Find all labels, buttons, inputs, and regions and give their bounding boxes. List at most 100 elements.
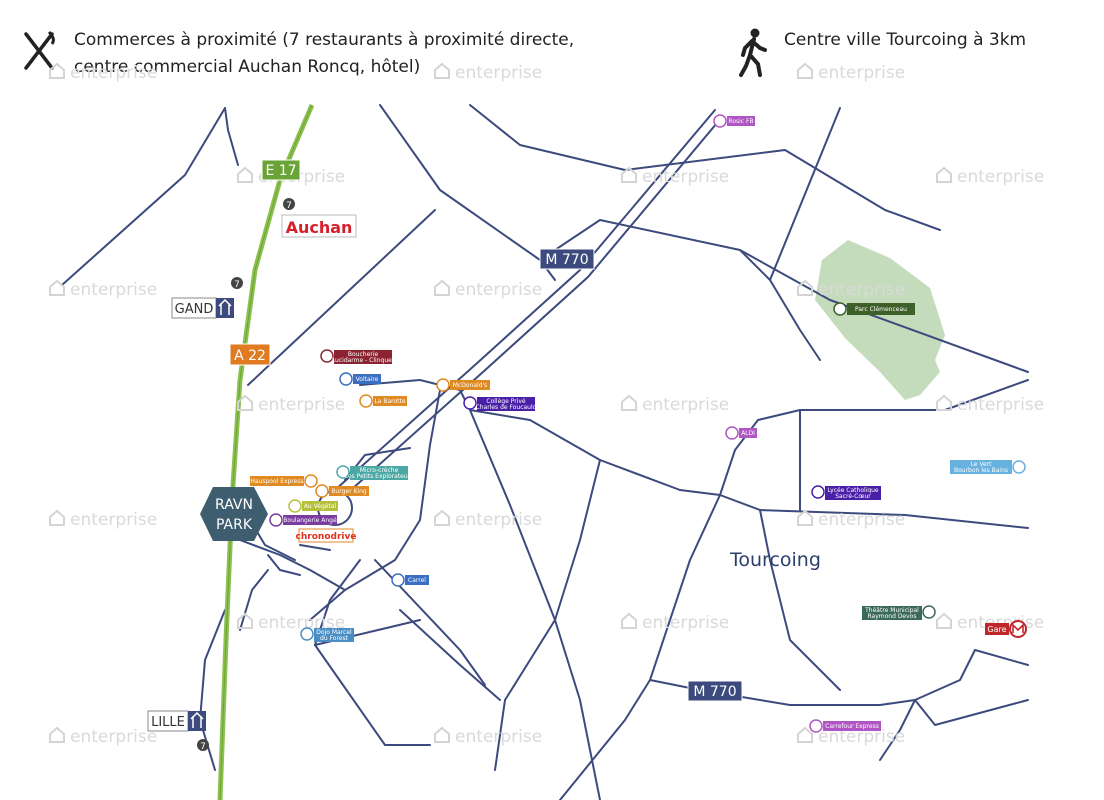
poi-label: Dojo Marcel (316, 629, 352, 636)
watermark: enterprise (70, 280, 157, 300)
poi-label: Le Vert (971, 461, 993, 468)
watermark: enterprise (455, 510, 542, 530)
poi-label: Raymond Devos (868, 613, 917, 620)
exit-number: 7 (200, 742, 206, 752)
poi-aldi: ALDI (725, 426, 757, 440)
motorway-icon (218, 298, 232, 315)
cutlery-icon (24, 30, 55, 70)
watermark: enterprise (70, 63, 157, 83)
poi-rosic: Rosic FB (713, 114, 755, 128)
watermarks: enterprise enterprise enterprise enterpr… (70, 63, 1044, 747)
poi-boucherie: Boucherie Lucidarme - Clinquet (320, 349, 395, 364)
city-label-tourcoing: Tourcoing (729, 549, 821, 571)
poi-voltaire: Voltaire (339, 372, 381, 386)
watermark: enterprise (455, 727, 542, 747)
poi-label: Théâtre Municipal (864, 607, 919, 614)
auchan-label: Auchan (286, 218, 353, 237)
metro-icon (1012, 623, 1024, 633)
auchan-logo: Auchan (281, 214, 357, 238)
site-name-line1: RAVN (215, 497, 253, 513)
poi-gare: Gare (985, 620, 1027, 638)
poi-hauspool: Hauspool Express (250, 474, 318, 488)
exit-lille: LILLE (147, 710, 206, 732)
poi-label: Sacré-Cœur (835, 493, 871, 500)
shops-nearby-line1: Commerces à proximité (7 restaurants à p… (74, 30, 575, 50)
a22-label: A 22 (234, 348, 266, 364)
park-label: Parc Clémenceau (855, 306, 907, 313)
poi-label: du Forest (320, 635, 349, 642)
motorway-a22-e17 (217, 104, 315, 800)
m770-shield-bottom: M 770 (687, 680, 743, 702)
watermark: enterprise (70, 510, 157, 530)
poi-label: Les Petits Explorateurs (345, 473, 414, 480)
watermark: enterprise (70, 727, 157, 747)
e17-label: E 17 (265, 163, 296, 179)
watermark: enterprise (642, 613, 729, 633)
motorway-icon (190, 711, 204, 728)
poi-label: Charles de Foucauld (476, 404, 537, 411)
e17-shield: E 17 (261, 159, 301, 181)
watermark: enterprise (818, 63, 905, 83)
a22-shield: A 22 (229, 343, 271, 366)
poi-label: Carrel (408, 577, 426, 584)
exit-number: 7 (234, 280, 240, 290)
ravn-park-site-marker[interactable]: RAVN PARK (200, 487, 268, 541)
poi-le-vert: Le Vert Bourbon les Bains (950, 460, 1026, 474)
watermark: enterprise (957, 167, 1044, 187)
exit-lille-label: LILLE (151, 715, 185, 730)
poi-label: Lucidarme - Clinquet (332, 357, 395, 364)
shops-nearby-line2: centre commercial Auchan Roncq, hôtel) (74, 57, 421, 77)
poi-dojo: Dojo Marcel du Forest (300, 627, 354, 642)
poi-label: Gare (987, 625, 1006, 634)
poi-carrefour-express: Carrefour Express (809, 719, 881, 733)
exit-gand: GAND (171, 297, 234, 319)
poi-label: Rosic FB (728, 118, 753, 125)
poi-carrel: Carrel (391, 573, 429, 587)
poi-label: Au Végétal (304, 503, 337, 510)
watermark: enterprise (818, 280, 905, 300)
poi-label: Collège Privé (486, 398, 525, 405)
parc-clemenceau-area (815, 240, 945, 400)
poi-label: Bourbon les Bains (954, 467, 1008, 474)
poi-label: Boulangerie Angé (283, 517, 337, 524)
watermark-logo-icons (49, 62, 952, 743)
poi-label: Lycée Catholique (827, 487, 879, 494)
poi-label: McDonald's (453, 382, 488, 389)
exit-gand-label: GAND (175, 302, 214, 317)
poi-lycee: Lycée Catholique Sacré-Cœur (811, 485, 881, 500)
chronodrive-label: chronodrive (296, 532, 357, 542)
poi-markers: Boucherie Lucidarme - Clinquet Voltaire … (250, 114, 1027, 733)
poi-label: ALDI (741, 430, 755, 437)
poi-boulangerie: Boulangerie Angé (269, 513, 337, 527)
poi-college: Collège Privé Charles de Foucauld (463, 396, 537, 411)
poi-theatre: Théâtre Municipal Raymond Devos (862, 605, 936, 620)
road-network (61, 104, 1029, 800)
site-name-line2: PARK (216, 517, 253, 533)
poi-micro-creche: Micro-crèche Les Petits Explorateurs (336, 465, 414, 480)
poi-parc-clemenceau: Parc Clémenceau (833, 302, 915, 316)
poi-au-vegetal: Au Végétal (288, 499, 338, 513)
poi-label: Burger King (331, 488, 367, 495)
poi-mcdonalds: McDonald's (436, 378, 490, 392)
poi-barotte: La Barotte (359, 394, 407, 408)
poi-burger-king: Burger King (315, 484, 369, 498)
poi-label: Hauspool Express (250, 478, 303, 485)
city-centre-distance: Centre ville Tourcoing à 3km (784, 30, 1027, 50)
m770-main-road (334, 109, 723, 498)
poi-label: La Barotte (374, 398, 405, 405)
m770-label: M 770 (693, 684, 736, 700)
poi-label: Carrefour Express (825, 723, 879, 730)
watermark: enterprise (818, 510, 905, 530)
watermark: enterprise (455, 280, 542, 300)
exit-number-markers: 7 7 7 (197, 198, 295, 752)
watermark: enterprise (642, 167, 729, 187)
walking-person-icon (739, 28, 767, 77)
m770-label: M 770 (545, 252, 588, 268)
m770-shield-top: M 770 (539, 248, 595, 270)
poi-label: Voltaire (356, 376, 379, 383)
watermark: enterprise (957, 395, 1044, 415)
watermark: enterprise (818, 727, 905, 747)
poi-label: Micro-crèche (360, 467, 399, 474)
poi-label: Boucherie (348, 351, 379, 358)
chronodrive-logo: chronodrive (296, 528, 357, 543)
